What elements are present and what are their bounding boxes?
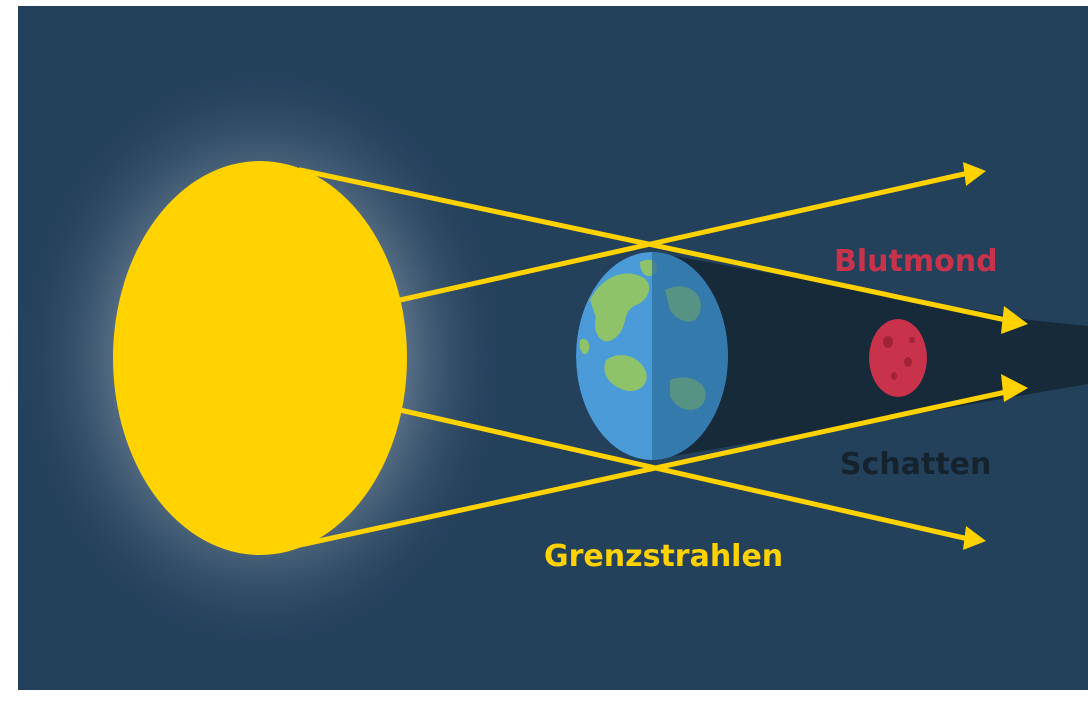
arrowheads [963,162,1028,550]
arrowhead-lower-crossing [1001,374,1028,402]
boundary-rays [297,167,1009,548]
sun [113,161,407,555]
blood-moon-label: Blutmond [834,244,998,279]
boundary-rays-label: Grenzstrahlen [544,539,783,574]
shadow-label: Schatten [840,447,991,482]
blood-moon [869,319,927,397]
ray-lower-diverging [397,407,967,541]
ray-upper-diverging [397,171,967,303]
arrowhead-lower-diverging [963,526,986,550]
arrowhead-upper-crossing [1001,306,1028,334]
arrowhead-upper-diverging [963,162,986,186]
